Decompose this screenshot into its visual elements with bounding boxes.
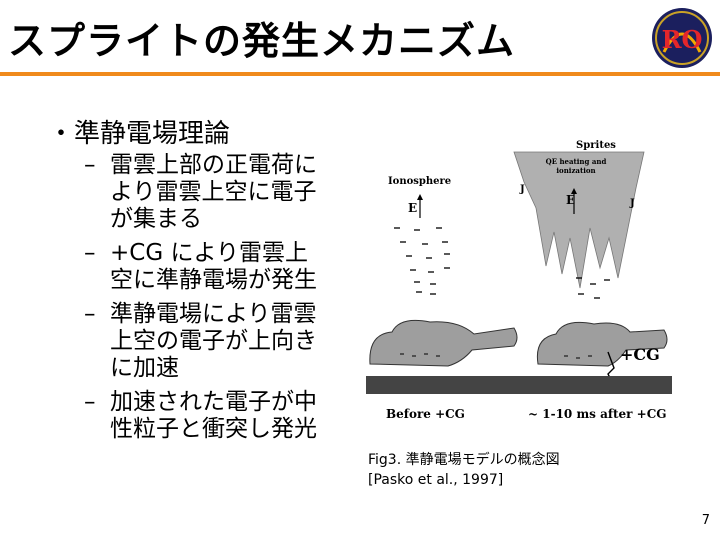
after-label: ~ 1-10 ms after +CG [528,407,667,421]
figure-caption: Fig3. 準静電場モデルの概念図 [Pasko et al., 1997] [368,450,560,490]
sub-bullet-line: 性粒子と衝突し発光 [110,416,317,442]
caption-title: Fig3. 準静電場モデルの概念図 [368,452,560,468]
field-label-left: E [408,201,417,215]
current-label-left: J [519,184,525,195]
field-label-right: E [566,193,575,207]
sprite-region [513,151,645,289]
bullet-text: 準静電場理論 [74,119,231,149]
bullet-dot: ・ [48,119,75,149]
sub-bullet-item: – 加速された電子が中 性粒子と衝突し発光 [84,389,348,443]
sub-bullet-list: – 雷雲上部の正電荷に より雷雲上空に電子 が集まる – +CG により雷雲上 … [84,152,348,443]
plus-cg-label: +CG [620,345,660,364]
thundercloud-after [536,321,668,367]
sub-bullet-line: +CG により雷雲上 [110,240,309,266]
thundercloud-before [369,319,518,367]
sub-bullet-line: 加速された電子が中 [110,389,317,415]
ionization-label: ionization [556,166,595,175]
current-label-right: J [629,198,635,209]
sub-bullet-line: より雷雲上空に電子 [110,179,317,205]
electron-dashes [394,227,610,299]
before-label: Before +CG [386,407,465,421]
bullet-list: ・準静電場理論 – 雷雲上部の正電荷に より雷雲上空に電子 が集まる – +CG… [48,118,348,450]
sub-bullet-item: – +CG により雷雲上 空に準静電場が発生 [84,240,348,294]
ionosphere-label: Ionosphere [388,176,451,187]
sprites-label: Sprites [576,140,616,151]
title-underline [0,72,720,76]
sub-bullet-item: – 雷雲上部の正電荷に より雷雲上空に電子 が集まる [84,152,348,233]
caption-citation: [Pasko et al., 1997] [368,472,504,488]
bullet-item: ・準静電場理論 [48,118,348,150]
sub-bullet-line: が集まる [110,206,202,232]
page-number: 7 [701,513,710,528]
cloud-charges [400,353,592,359]
logo-emblem: RO [652,8,712,68]
heating-label: QE heating and [546,157,607,166]
slide-title: スプライトの発生メカニズム [8,19,516,63]
sub-bullet-line: 雷雲上部の正電荷に [110,152,317,178]
qe-field-diagram: Sprites QE heating and ionization E J J … [366,140,672,421]
sub-bullet-line: 上空の電子が上向き [110,328,317,354]
sub-bullet-line: に加速 [110,355,179,381]
svg-text:RO: RO [662,25,703,54]
ground-band [366,376,672,394]
sub-bullet-item: – 準静電場により雷雲 上空の電子が上向き に加速 [84,301,348,382]
sub-bullet-line: 空に準静電場が発生 [110,267,317,293]
sub-bullet-line: 準静電場により雷雲 [110,301,317,327]
